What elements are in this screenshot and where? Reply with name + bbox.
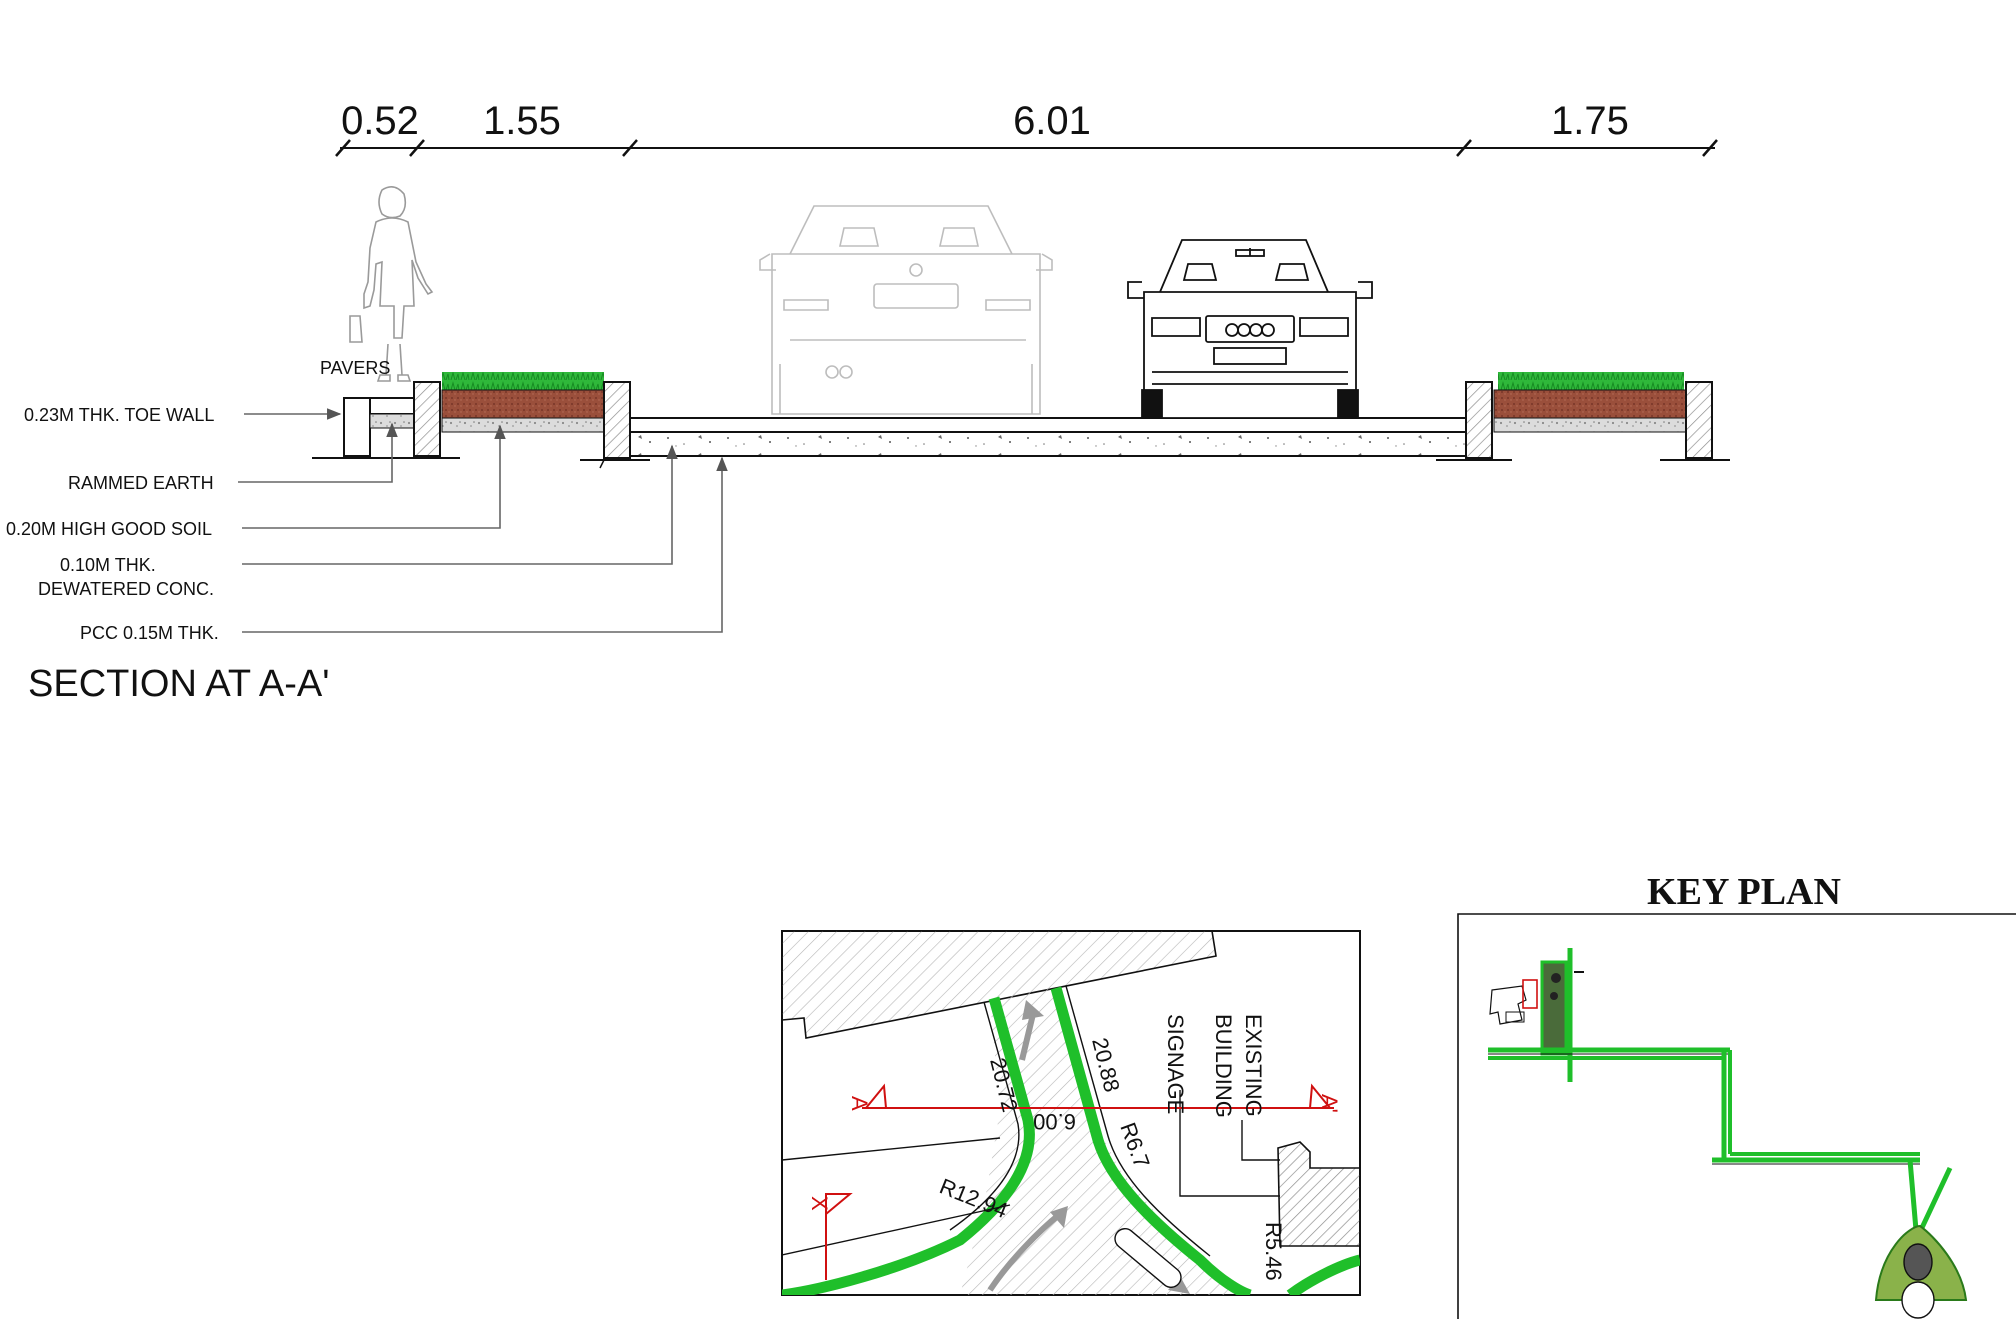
toe-wall: [312, 381, 460, 459]
signage-line-3: SIGNAGE: [1163, 1014, 1188, 1114]
section-mark-x: X: [807, 1196, 832, 1211]
callout-rammed-earth: RAMMED EARTH: [68, 473, 214, 493]
section-mark-a-prime: A': [1317, 1094, 1342, 1113]
section-mark-a: A: [847, 1096, 872, 1111]
section-title: SECTION AT A-A': [28, 663, 329, 705]
rear-car-silhouette: [759, 205, 1053, 415]
callout-conc-line-1: 0.10M THK.: [60, 555, 156, 575]
right-planter: [1436, 372, 1730, 461]
callout-leaders: [238, 408, 728, 633]
signage-line-2: BUILDING: [1211, 1014, 1236, 1118]
section-drawing: 0.52 1.55 6.01 1.75 PAVERS: [6, 99, 1730, 705]
road-slab: [629, 417, 1467, 457]
callout-good-soil: 0.20M HIGH GOOD SOIL: [6, 519, 212, 539]
dimension-1-55: 1.55: [483, 99, 561, 143]
callout-conc-line-2: DEWATERED CONC.: [38, 579, 214, 599]
key-plan-title: KEY PLAN: [1647, 871, 1841, 913]
dimension-1-75: 1.75: [1551, 99, 1629, 143]
callout-labels: 0.23M THK. TOE WALL RAMMED EARTH 0.20M H…: [6, 405, 219, 643]
plan-dim-6-00: 6.00: [1033, 1109, 1076, 1134]
dimension-0-52: 0.52: [341, 99, 419, 143]
front-car-silhouette: [1127, 239, 1373, 419]
dimension-chain: 0.52 1.55 6.01 1.75: [335, 99, 1718, 157]
plan-detail: 20.72 20.88 6.00 R6.7 R12.94 R5.46 EXIST…: [781, 930, 1361, 1296]
dimension-6-01: 6.01: [1013, 99, 1091, 143]
callout-toe-wall: 0.23M THK. TOE WALL: [24, 405, 214, 425]
callout-pcc: PCC 0.15M THK.: [80, 623, 219, 643]
signage-line-1: EXISTING: [1241, 1014, 1266, 1117]
key-plan-route: [1488, 948, 1968, 1319]
pedestrian-figure: [349, 186, 434, 382]
pavers-label: PAVERS: [320, 358, 390, 378]
left-planter: [441, 372, 650, 469]
key-plan: KEY PLAN: [1457, 871, 2016, 1319]
plan-dim-r5-46: R5.46: [1261, 1222, 1286, 1281]
